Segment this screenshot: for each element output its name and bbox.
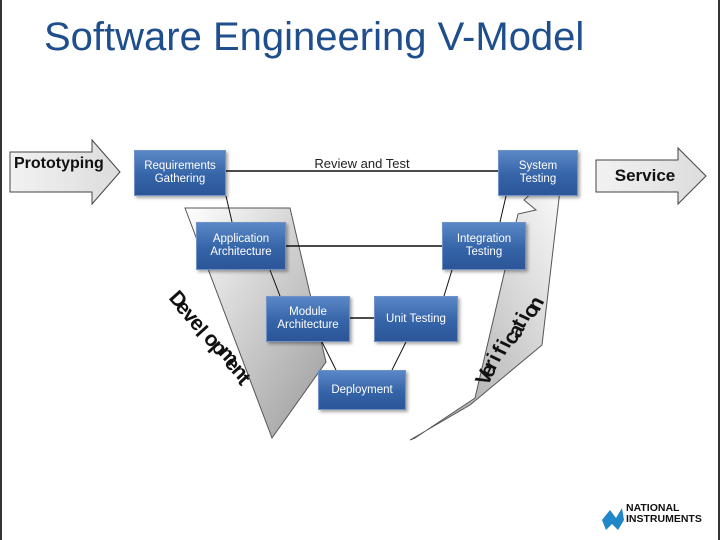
system-testing-box: System Testing <box>498 150 578 196</box>
requirements-architecture-link <box>225 195 233 223</box>
logo-line1: NATIONAL <box>626 502 680 514</box>
requirements-gathering-box: Requirements Gathering <box>134 150 226 196</box>
service-label: Service <box>614 166 676 185</box>
integration-testing-box: Integration Testing <box>442 222 526 270</box>
deployment-unit-link <box>391 341 407 371</box>
page-title: Software Engineering V-Model <box>44 15 585 59</box>
logo-text: NATIONAL INSTRUMENTS <box>626 503 702 525</box>
module-architecture-box: Module Architecture <box>266 296 350 342</box>
application-architecture-box: Application Architecture <box>196 222 286 270</box>
architecture-module-link <box>269 269 281 297</box>
prototyping-arrow <box>9 138 121 206</box>
slide-border-right <box>718 0 720 540</box>
module-deployment-link <box>321 341 337 371</box>
logo-eagle-icon <box>602 508 624 530</box>
national-instruments-logo <box>602 508 624 530</box>
unit-testing-box: Unit Testing <box>374 296 458 342</box>
service-arrow <box>595 146 707 206</box>
prototyping-label: Prototyping <box>14 155 104 172</box>
review-and-test-label: Review and Test <box>314 156 410 171</box>
deployment-box: Deployment <box>318 370 406 410</box>
unit-integration-link <box>443 269 453 297</box>
logo-line2: INSTRUMENTS <box>626 513 702 525</box>
slide-border-left <box>0 0 2 540</box>
integration-system-link <box>499 195 507 223</box>
